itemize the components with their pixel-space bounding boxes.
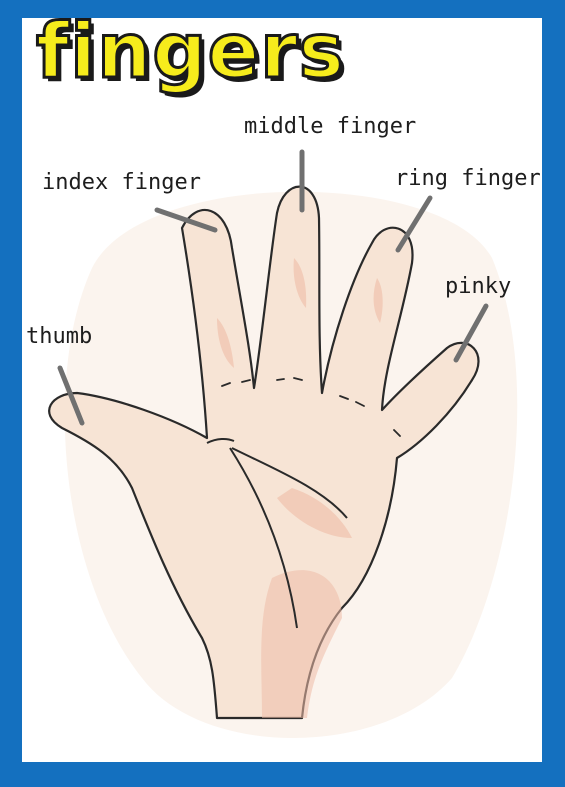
label-index-finger: index finger [42,170,201,195]
label-pinky: pinky [445,274,511,299]
label-thumb: thumb [26,324,92,349]
label-ring-finger: ring finger [395,166,541,191]
label-middle-finger: middle finger [244,114,416,139]
poster-panel: fingers m [22,18,542,762]
